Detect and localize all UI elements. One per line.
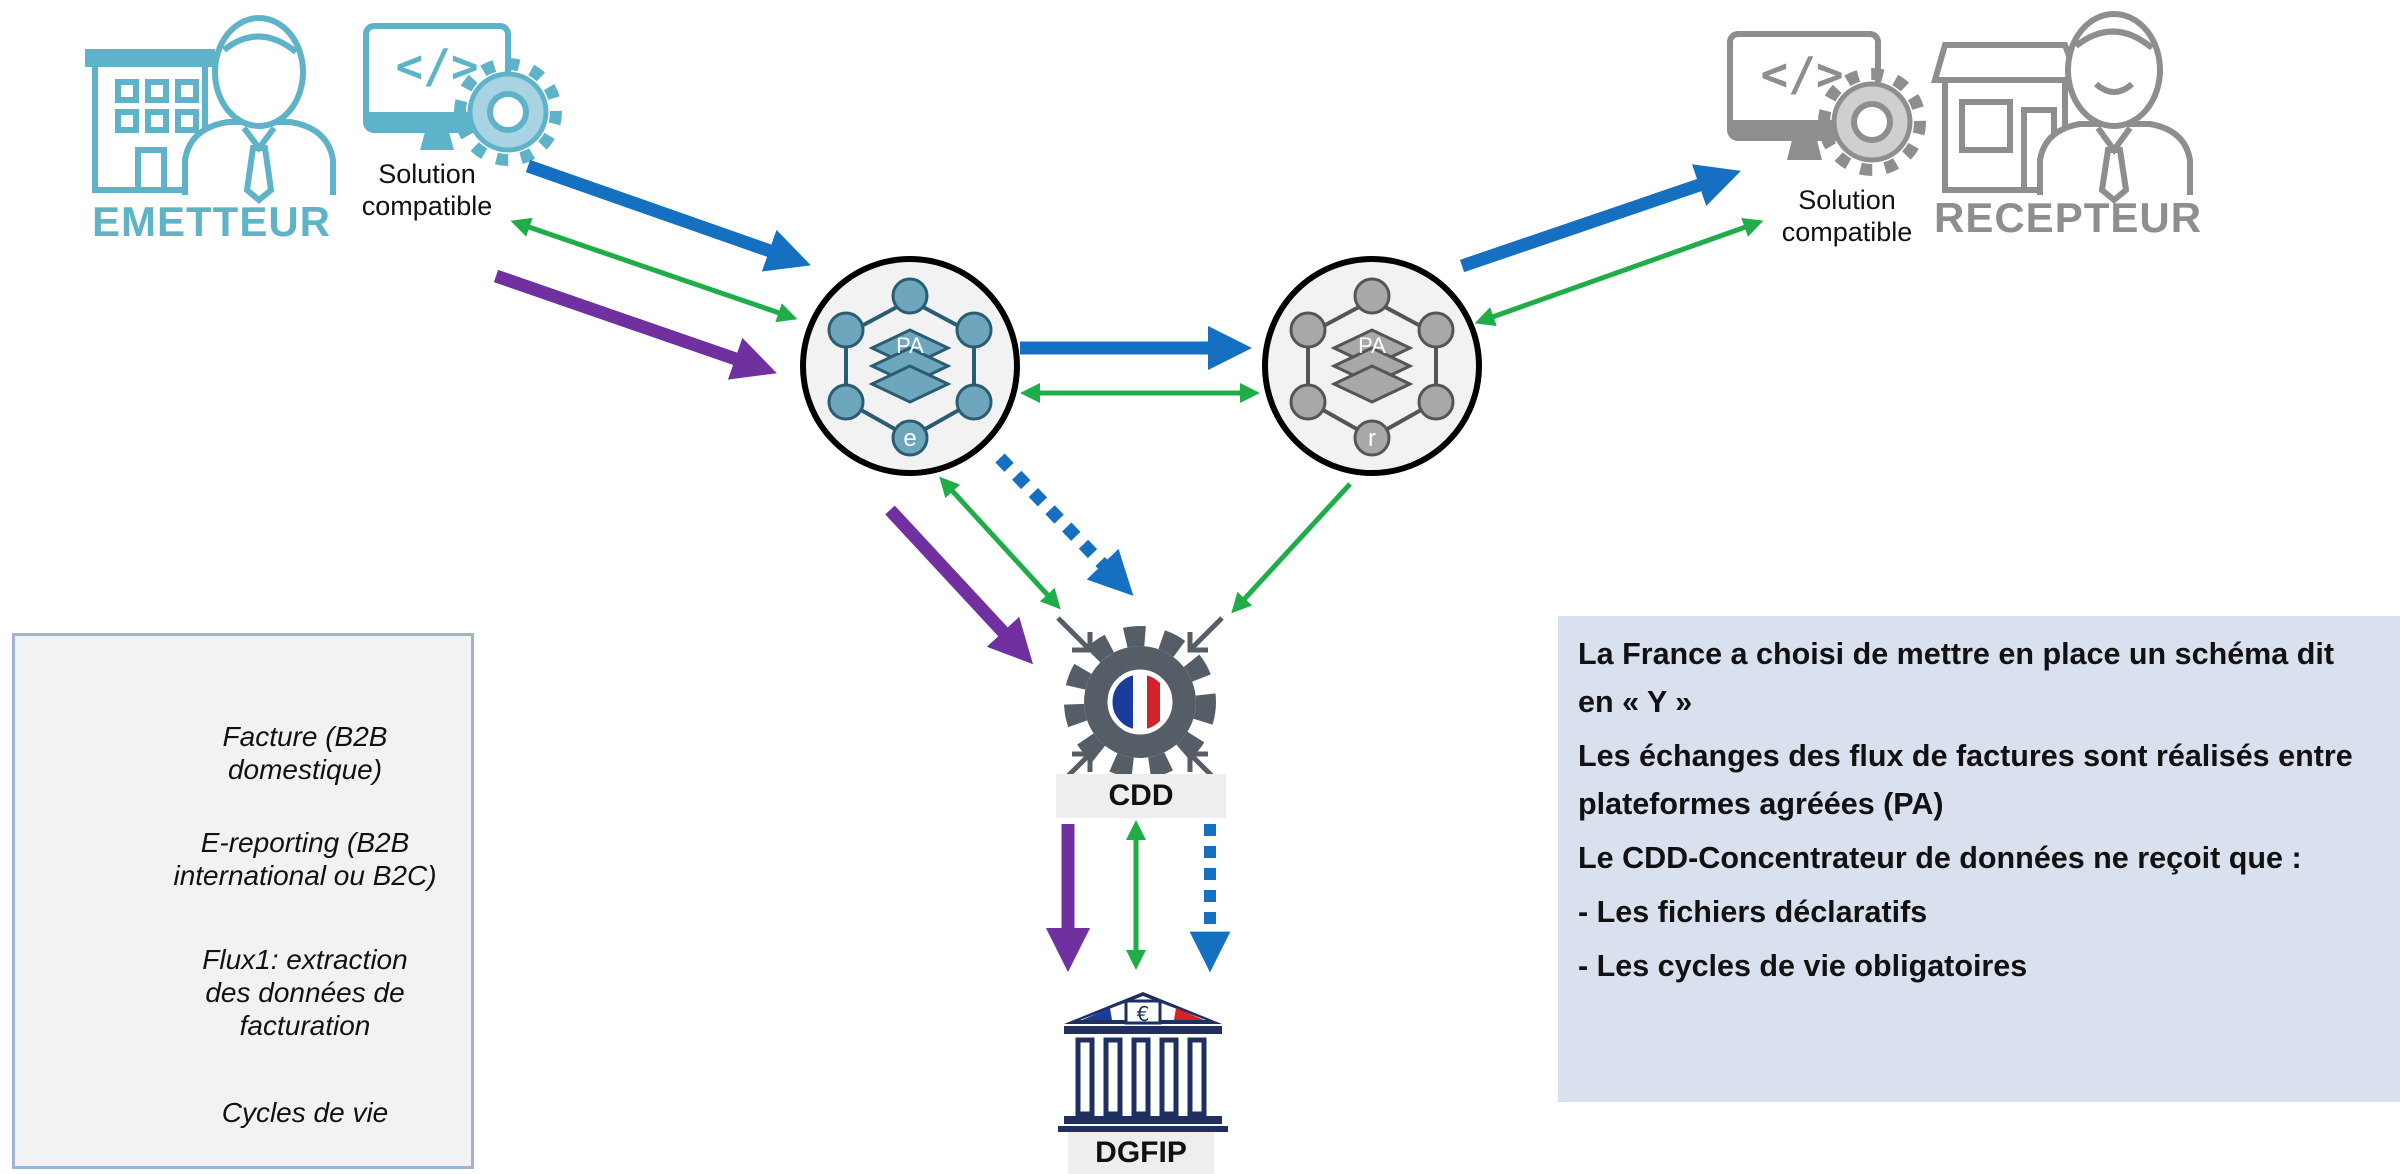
platform-emitter-badge: PA (896, 333, 924, 358)
receiver-solution-label: Solution compatible (1781, 185, 1913, 247)
info-line-3: Les échanges des flux de factures sont r… (1578, 739, 2353, 773)
receiver-shop-icon (1931, 42, 2083, 193)
legend-box: Facture (B2B domestique) E-reporting (B2… (12, 633, 474, 1169)
receiver-gear-icon (1818, 68, 1926, 176)
arrow-lifecycle-par-to-cdd (1231, 482, 1352, 614)
arrow-lifecycle-pa-receiver (1474, 217, 1764, 327)
emitter-gear-icon (454, 58, 562, 166)
info-line-4: plateformes agréées (PA) (1578, 787, 1944, 821)
platform-receiver-letter: r (1368, 425, 1376, 452)
arrow-lifecycle-emitter-pa (510, 217, 798, 323)
emitter-label: EMETTEUR (92, 198, 331, 245)
dgfip-label: DGFIP (1068, 1132, 1214, 1174)
emitter-solution-label: Solution compatible (361, 159, 493, 221)
arrow-invoice-emitter-to-pa (525, 159, 811, 272)
arrow-extraction-pa-to-cdd (995, 453, 1134, 596)
info-line-7: - Les cycles de vie obligatoires (1578, 949, 2028, 983)
arrow-invoice-pa-to-receiver (1459, 164, 1741, 273)
platform-receiver-node (1262, 256, 1482, 476)
legend-label-lifecycle: Cycles de vie (221, 1097, 389, 1128)
info-line-1: La France a choisi de mettre en place un… (1578, 637, 2334, 671)
info-line-6: - Les fichiers déclaratifs (1578, 895, 1928, 929)
legend-label-invoice: Facture (B2B domestique) (222, 721, 388, 785)
info-line-5: Le CDD-Concentrateur de données ne reçoi… (1578, 841, 2302, 875)
receiver-label: RECEPTEUR (1934, 194, 2203, 241)
dgfip-building-icon (1058, 992, 1228, 1132)
arrow-ereporting-emitter-to-pa (493, 269, 777, 380)
emitter-person-icon (182, 15, 336, 204)
cdd-gear-icon (1056, 616, 1224, 788)
legend-label-extraction: Flux1: extraction des données de factura… (202, 944, 408, 1041)
platform-receiver-badge: PA (1358, 333, 1386, 358)
info-box: La France a choisi de mettre en place un… (1558, 616, 2400, 1102)
platform-emitter-letter: e (903, 425, 916, 452)
emitter-building-icon (85, 49, 215, 193)
receiver-person-icon (2037, 11, 2193, 204)
arrow-lifecycle-pa-cdd (939, 476, 1061, 610)
info-line-2: en « Y » (1578, 685, 1693, 719)
legend-label-ereporting: E-reporting (B2B international ou B2C) (173, 827, 437, 891)
platform-emitter-node (800, 256, 1020, 476)
arrow-ereporting-pa-to-cdd (885, 505, 1034, 665)
dgfip-euro-symbol: € (1137, 1002, 1150, 1026)
cdd-label: CDD (1056, 774, 1226, 818)
